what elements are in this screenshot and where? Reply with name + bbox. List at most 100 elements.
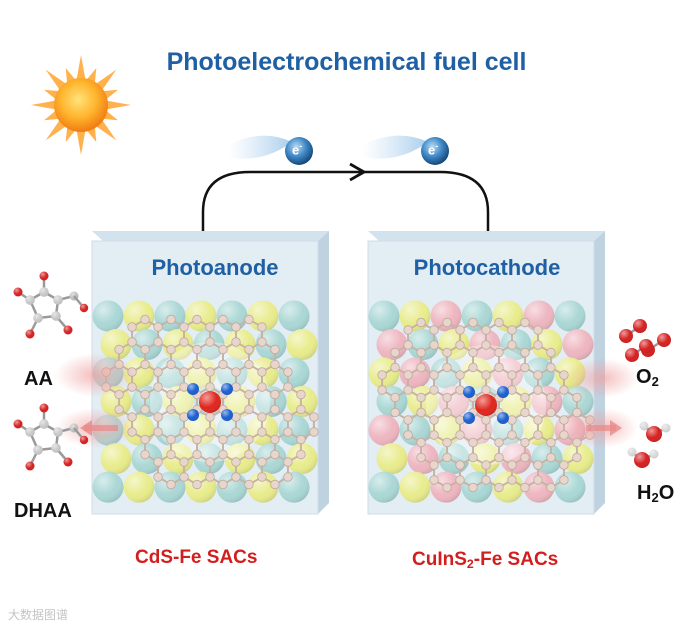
carbon-atom [508,386,517,395]
carbon-atom [482,326,491,335]
carbon-atom [456,476,465,485]
carbon-atom [284,383,293,392]
carbon-atom [245,345,254,354]
anode-catalyst-label: CdS-Fe SACs [135,547,257,569]
carbon-atom [284,428,293,437]
carbon-atom [404,431,413,440]
carbon-atom [271,360,280,369]
carbon-atom [508,461,517,470]
electron-label: e- [428,141,438,157]
carbon-atom [245,435,254,444]
carbon-atom [219,450,228,459]
carbon-atom [482,341,491,350]
carbon-atom [193,345,202,354]
carbon-atom [232,383,241,392]
carbon-atom [141,390,150,399]
carbon-atom [258,383,267,392]
carbon-atom [547,408,556,417]
carbon-atom [245,480,254,489]
carbon-atom [404,341,413,350]
carbon-atom [417,453,426,462]
watermark-text: 大数据图谱 [8,606,68,623]
o2-label: O2 [636,366,659,389]
carbon-atom [271,390,280,399]
carbon-atom [534,341,543,350]
carbon-atom [560,476,569,485]
carbon-atom [245,450,254,459]
sun-ray [77,131,86,155]
carbon-atom [521,438,530,447]
carbon-atom [495,483,504,492]
carbon-atom [232,428,241,437]
carbon-atom [521,408,530,417]
carbon-atom [430,461,439,470]
carbon-atom [573,453,582,462]
carbon-atom [430,386,439,395]
carbon-atom [469,348,478,357]
carbon-atom [154,458,163,467]
carbon-atom [430,326,439,335]
carbon-atom [245,315,254,324]
carbon-atom [417,393,426,402]
carbon-atom [167,390,176,399]
carbon-atom [219,315,228,324]
carbon-atom [141,345,150,354]
carbon-atom [456,461,465,470]
carbon-atom [154,383,163,392]
carbon-atom [258,458,267,467]
carbon-atom [495,363,504,372]
carbon-atom [206,368,215,377]
carbon-atom [219,360,228,369]
carbon-atom [560,416,569,425]
electron-label: e- [292,141,302,157]
carbon-atom [521,453,530,462]
carbon-atom [180,458,189,467]
carbon-atom [417,408,426,417]
carbon-atom [271,345,280,354]
carbon-atom [141,315,150,324]
carbon-atom [430,341,439,350]
carbon-atom [391,393,400,402]
carbon-atom [310,428,319,437]
carbon-atom [521,363,530,372]
carbon-atom [258,428,267,437]
carbon-atom [167,405,176,414]
carbon-atom [456,416,465,425]
carbon-atom [284,368,293,377]
carbon-atom [482,476,491,485]
carbon-atom [508,341,517,350]
carbon-atom [443,318,452,327]
carbon-atom [245,405,254,414]
diagram-title: Photoelectrochemical fuel cell [0,48,693,77]
carbon-atom [430,431,439,440]
carbon-atom [430,371,439,380]
carbon-atom [258,323,267,332]
carbon-atom [167,435,176,444]
carbon-atom [456,431,465,440]
carbon-atom [193,450,202,459]
carbon-atom [128,338,137,347]
carbon-atom [443,483,452,492]
carbon-atom [482,416,491,425]
carbon-atom [469,318,478,327]
carbon-atom [141,450,150,459]
carbon-atom [193,480,202,489]
carbon-atom [271,435,280,444]
carbon-atom [521,348,530,357]
cathode-catalyst-label: CuInS2-Fe SACs [412,549,558,571]
carbon-atom [206,383,215,392]
carbon-atom [271,480,280,489]
carbon-atom [297,405,306,414]
carbon-atom [443,363,452,372]
sun-ray [31,101,55,110]
carbon-atom [508,476,517,485]
carbon-atom [245,360,254,369]
photocathode-title: Photocathode [372,255,602,281]
carbon-atom [141,405,150,414]
carbon-atom [154,338,163,347]
carbon-atom [482,371,491,380]
carbon-atom [482,386,491,395]
carbon-atom [521,393,530,402]
carbon-atom [258,338,267,347]
carbon-atom [547,453,556,462]
